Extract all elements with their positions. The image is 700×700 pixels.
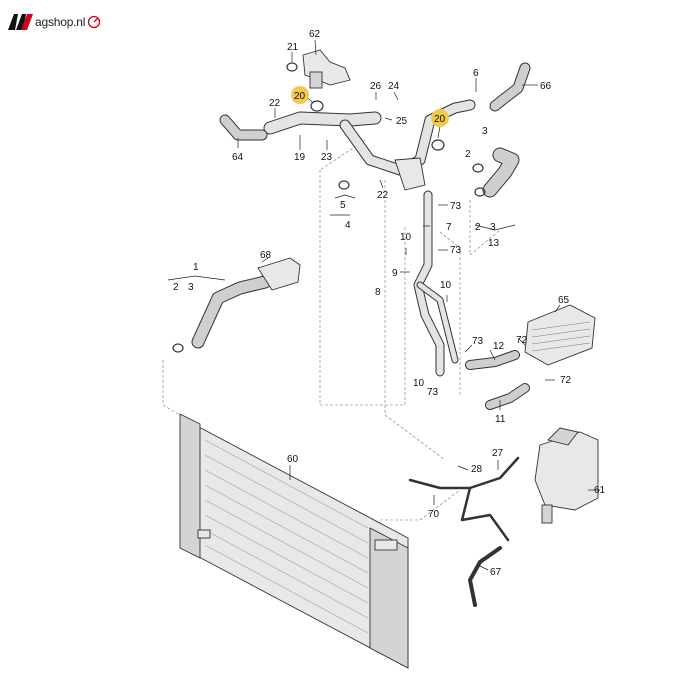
callout-24: 24 (388, 81, 400, 92)
callout-2: 2 (173, 282, 179, 293)
callout-10: 10 (413, 378, 425, 389)
callout-66: 66 (540, 81, 552, 92)
o-rings (172, 62, 486, 353)
callout-3: 3 (188, 282, 194, 293)
callout-10: 10 (440, 280, 452, 291)
callout-73: 73 (472, 336, 484, 347)
callout-19: 19 (294, 152, 306, 163)
assembly-guide-lines (162, 139, 501, 521)
callout-22: 22 (377, 190, 389, 201)
logo-text: agshop.nl (35, 15, 86, 29)
shop-logo[interactable]: agshop.nl (8, 12, 101, 32)
oil-cooler (524, 304, 596, 366)
vent-lines (408, 456, 520, 607)
callout-labels: 62 21 20 26 24 6 66 22 25 20 3 2 64 19 2… (173, 29, 606, 578)
hose-13 (482, 147, 520, 198)
callout-60: 60 (287, 454, 299, 465)
callout-10: 10 (400, 232, 412, 243)
hose-66 (489, 62, 531, 112)
callout-4: 4 (345, 220, 351, 231)
leader-lines (167, 39, 600, 571)
highlight-markers (291, 86, 449, 127)
callout-68: 68 (260, 250, 272, 261)
callout-20: 20 (434, 114, 446, 125)
radiator (179, 413, 409, 669)
callout-5: 5 (340, 200, 346, 211)
callout-70: 70 (428, 509, 440, 520)
callout-1: 1 (193, 262, 199, 273)
callout-26: 26 (370, 81, 382, 92)
callout-73: 73 (450, 201, 462, 212)
callout-23: 23 (321, 152, 333, 163)
thermostat-housing (302, 49, 351, 89)
callout-11: 11 (495, 414, 506, 425)
callout-72: 72 (560, 375, 572, 386)
callout-73: 73 (427, 387, 439, 398)
callout-2: 2 (475, 222, 481, 233)
logo-mark-icon (8, 14, 33, 30)
callout-20: 20 (294, 91, 306, 102)
coolant-pipes (263, 99, 476, 191)
callout-7: 7 (446, 222, 452, 233)
callout-72: 72 (516, 335, 528, 346)
callout-9: 9 (392, 268, 398, 279)
callout-62: 62 (309, 29, 321, 40)
callout-21: 21 (287, 42, 299, 53)
hose-11 (485, 383, 530, 410)
hose-12 (465, 350, 520, 370)
hose-1 (191, 257, 301, 349)
hose-64 (219, 114, 268, 141)
callout-65: 65 (558, 295, 570, 306)
callout-3: 3 (490, 222, 496, 233)
callout-3: 3 (482, 126, 488, 137)
callout-61: 61 (594, 485, 606, 496)
callout-64: 64 (232, 152, 244, 163)
callout-73: 73 (450, 245, 462, 256)
callout-28: 28 (471, 464, 483, 475)
callout-6: 6 (473, 68, 479, 79)
pipe-8 (413, 190, 459, 377)
callout-27: 27 (492, 448, 504, 459)
callout-2: 2 (465, 149, 471, 160)
callout-67: 67 (490, 567, 502, 578)
callout-25: 25 (396, 116, 408, 127)
callout-12: 12 (493, 341, 505, 352)
expansion-tank (534, 427, 599, 524)
speed-gauge-icon (88, 15, 101, 29)
callout-8: 8 (375, 287, 381, 298)
callout-22: 22 (269, 98, 281, 109)
callout-13: 13 (488, 238, 500, 249)
